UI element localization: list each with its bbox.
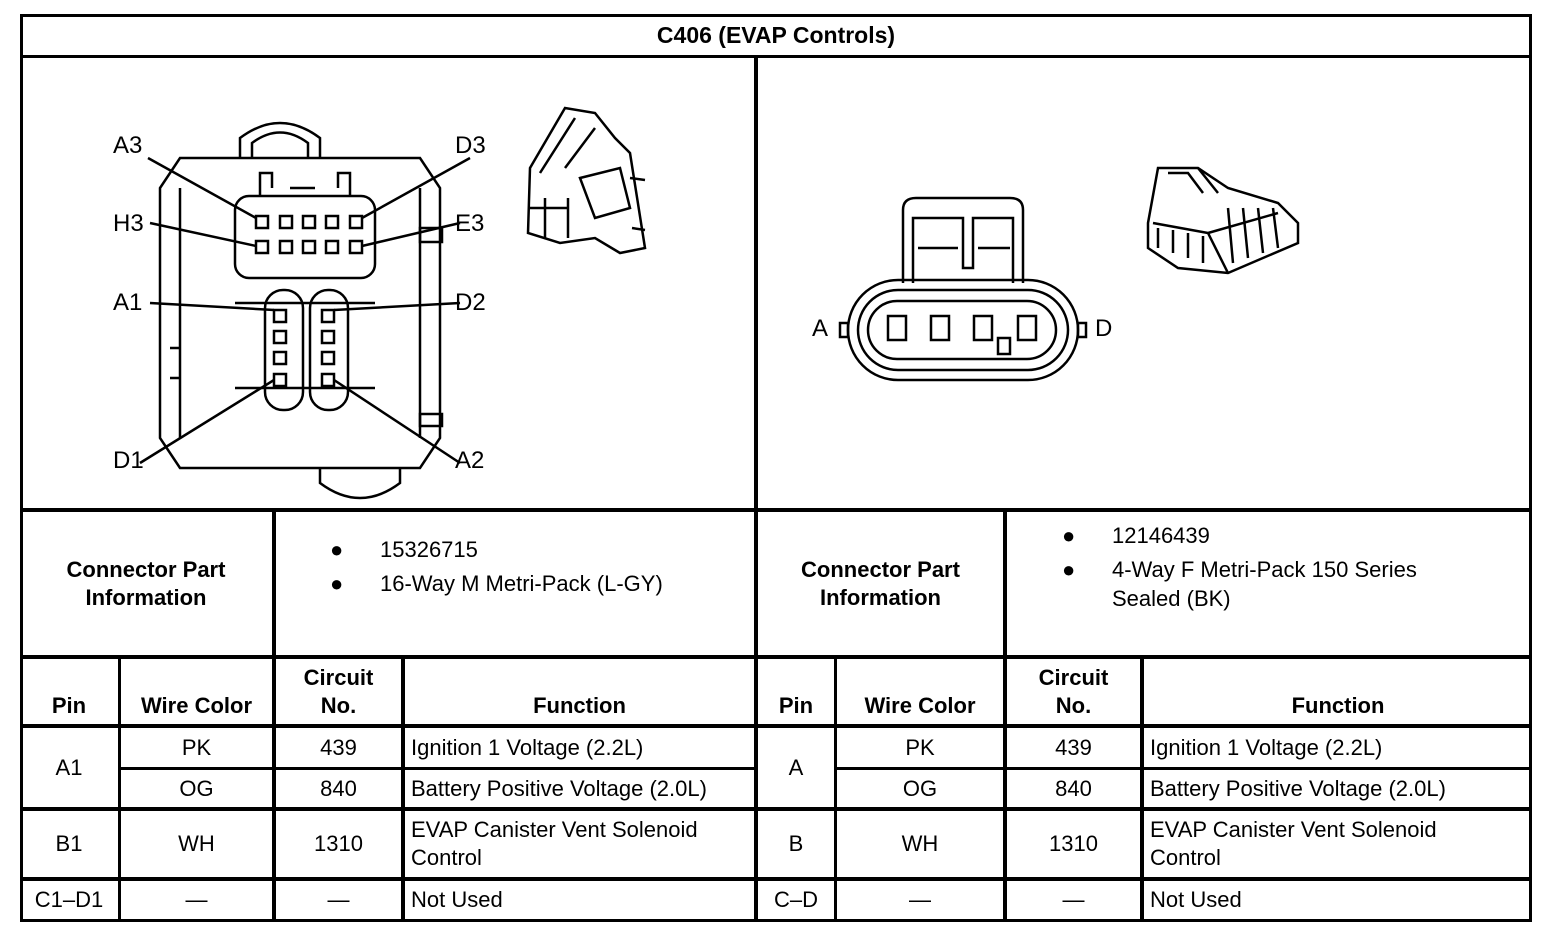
pin-label-A2: A2 <box>455 447 485 474</box>
connector-face-16way <box>139 106 647 500</box>
col-sep-r1 <box>834 657 837 922</box>
left-part-number: ● 15326715 <box>330 537 478 562</box>
bullet-icon: ● <box>330 571 344 596</box>
right-part-info-label-line1: Connector Part <box>801 556 960 582</box>
right-circuit-row3: 1310 <box>1049 831 1098 856</box>
right-wire-row1: PK <box>905 734 935 760</box>
right-pin-A: A <box>788 754 804 780</box>
partinfo-bottom-line <box>20 655 1532 659</box>
left-function-row3: EVAP Canister Vent Solenoid Control <box>411 817 698 870</box>
right-part-info-label: Connector Part Information <box>758 512 1003 655</box>
pin-label-A: A <box>812 315 829 342</box>
diagram-divider <box>754 55 758 922</box>
right-part-desc-cont: Sealed (BK) <box>1112 586 1231 611</box>
right-part-desc: ● 4-Way F Metri-Pack 150 Series <box>1062 557 1417 582</box>
left-circuit-row2: 840 <box>320 775 357 801</box>
page-title: C406 (EVAP Controls) <box>656 21 896 48</box>
pin-label-D: D <box>1095 315 1113 342</box>
right-circuit-row1: 439 <box>1055 734 1092 760</box>
right-header-wire-color: Wire Color <box>864 693 976 718</box>
col-sep-r2 <box>1003 657 1007 922</box>
right-header-function: Function <box>1291 693 1385 718</box>
pin-label-H3: H3 <box>113 210 144 237</box>
left-pin-A1: A1 <box>55 754 83 780</box>
right-function-row2: Battery Positive Voltage (2.0L) <box>1150 775 1446 801</box>
right-wire-row2: OG <box>902 775 938 801</box>
col-sep-l1 <box>118 657 121 922</box>
left-circuit-row3: 1310 <box>314 831 363 856</box>
title-divider <box>20 55 1532 58</box>
bullet-icon: ● <box>330 537 344 562</box>
left-wire-row2: OG <box>179 775 214 801</box>
left-header-function: Function <box>533 693 626 718</box>
left-wire-row1: PK <box>181 734 212 760</box>
pin-label-A3: A3 <box>113 132 143 159</box>
bullet-icon: ● <box>1062 557 1076 582</box>
right-pin-B: B <box>788 831 804 856</box>
right-part-info-label-line2: Information <box>820 584 941 610</box>
left-pin-B1: B1 <box>55 831 83 856</box>
page-frame <box>20 14 1532 922</box>
pin-label-A1: A1 <box>113 289 143 316</box>
diagram-bottom-line <box>20 508 1532 512</box>
left-pin-C1-D1: C1–D1 <box>34 887 104 912</box>
left-function-row4: Not Used <box>411 887 503 912</box>
row1-line-right <box>836 767 1532 770</box>
pin-label-D3: D3 <box>455 132 486 159</box>
left-wire-row3: WH <box>178 831 215 856</box>
left-part-desc: ● 16-Way M Metri-Pack (L-GY) <box>330 571 663 596</box>
right-wire-row3: WH <box>901 831 939 856</box>
pin-label-D1: D1 <box>113 447 144 474</box>
left-function-row2: Battery Positive Voltage (2.0L) <box>411 775 707 801</box>
partinfo-left-sep <box>272 510 276 657</box>
right-wire-row4: — <box>909 887 931 912</box>
row2-line <box>20 807 1532 811</box>
right-function-row3: EVAP Canister Vent Solenoid Control <box>1150 817 1437 870</box>
left-circuit-row1: 439 <box>320 734 357 760</box>
col-sep-l3 <box>401 657 405 922</box>
left-part-info-label-line2: Information <box>85 584 207 610</box>
col-sep-r3 <box>1140 657 1144 922</box>
left-part-info-label: Connector Part Information <box>20 512 272 655</box>
bullet-icon: ● <box>1062 523 1076 548</box>
right-part-number: ● 12146439 <box>1062 523 1210 548</box>
left-circuit-row4: — <box>327 887 350 912</box>
pin-label-E3: E3 <box>455 210 485 237</box>
right-header-pin: Pin <box>778 693 814 718</box>
header-bottom-line <box>20 724 1532 728</box>
right-function-row4: Not Used <box>1150 887 1242 912</box>
right-function-row1: Ignition 1 Voltage (2.2L) <box>1150 734 1383 760</box>
left-header-pin: Pin <box>51 693 87 718</box>
left-function-row1: Ignition 1 Voltage (2.2L) <box>411 734 644 760</box>
row3-line <box>20 877 1532 881</box>
right-pin-C-D: C–D <box>773 887 818 912</box>
connector-face-4way <box>838 166 1300 382</box>
right-circuit-row2: 840 <box>1055 775 1092 801</box>
left-header-wire-color: Wire Color <box>140 693 253 718</box>
col-sep-l2 <box>272 657 276 922</box>
partinfo-right-sep <box>1003 510 1007 657</box>
right-circuit-row4: — <box>1062 887 1085 912</box>
pin-label-D2: D2 <box>455 289 486 316</box>
left-part-info-label-line1: Connector Part <box>66 556 226 582</box>
left-wire-row4: — <box>185 887 208 912</box>
row1-line-left <box>120 767 756 770</box>
